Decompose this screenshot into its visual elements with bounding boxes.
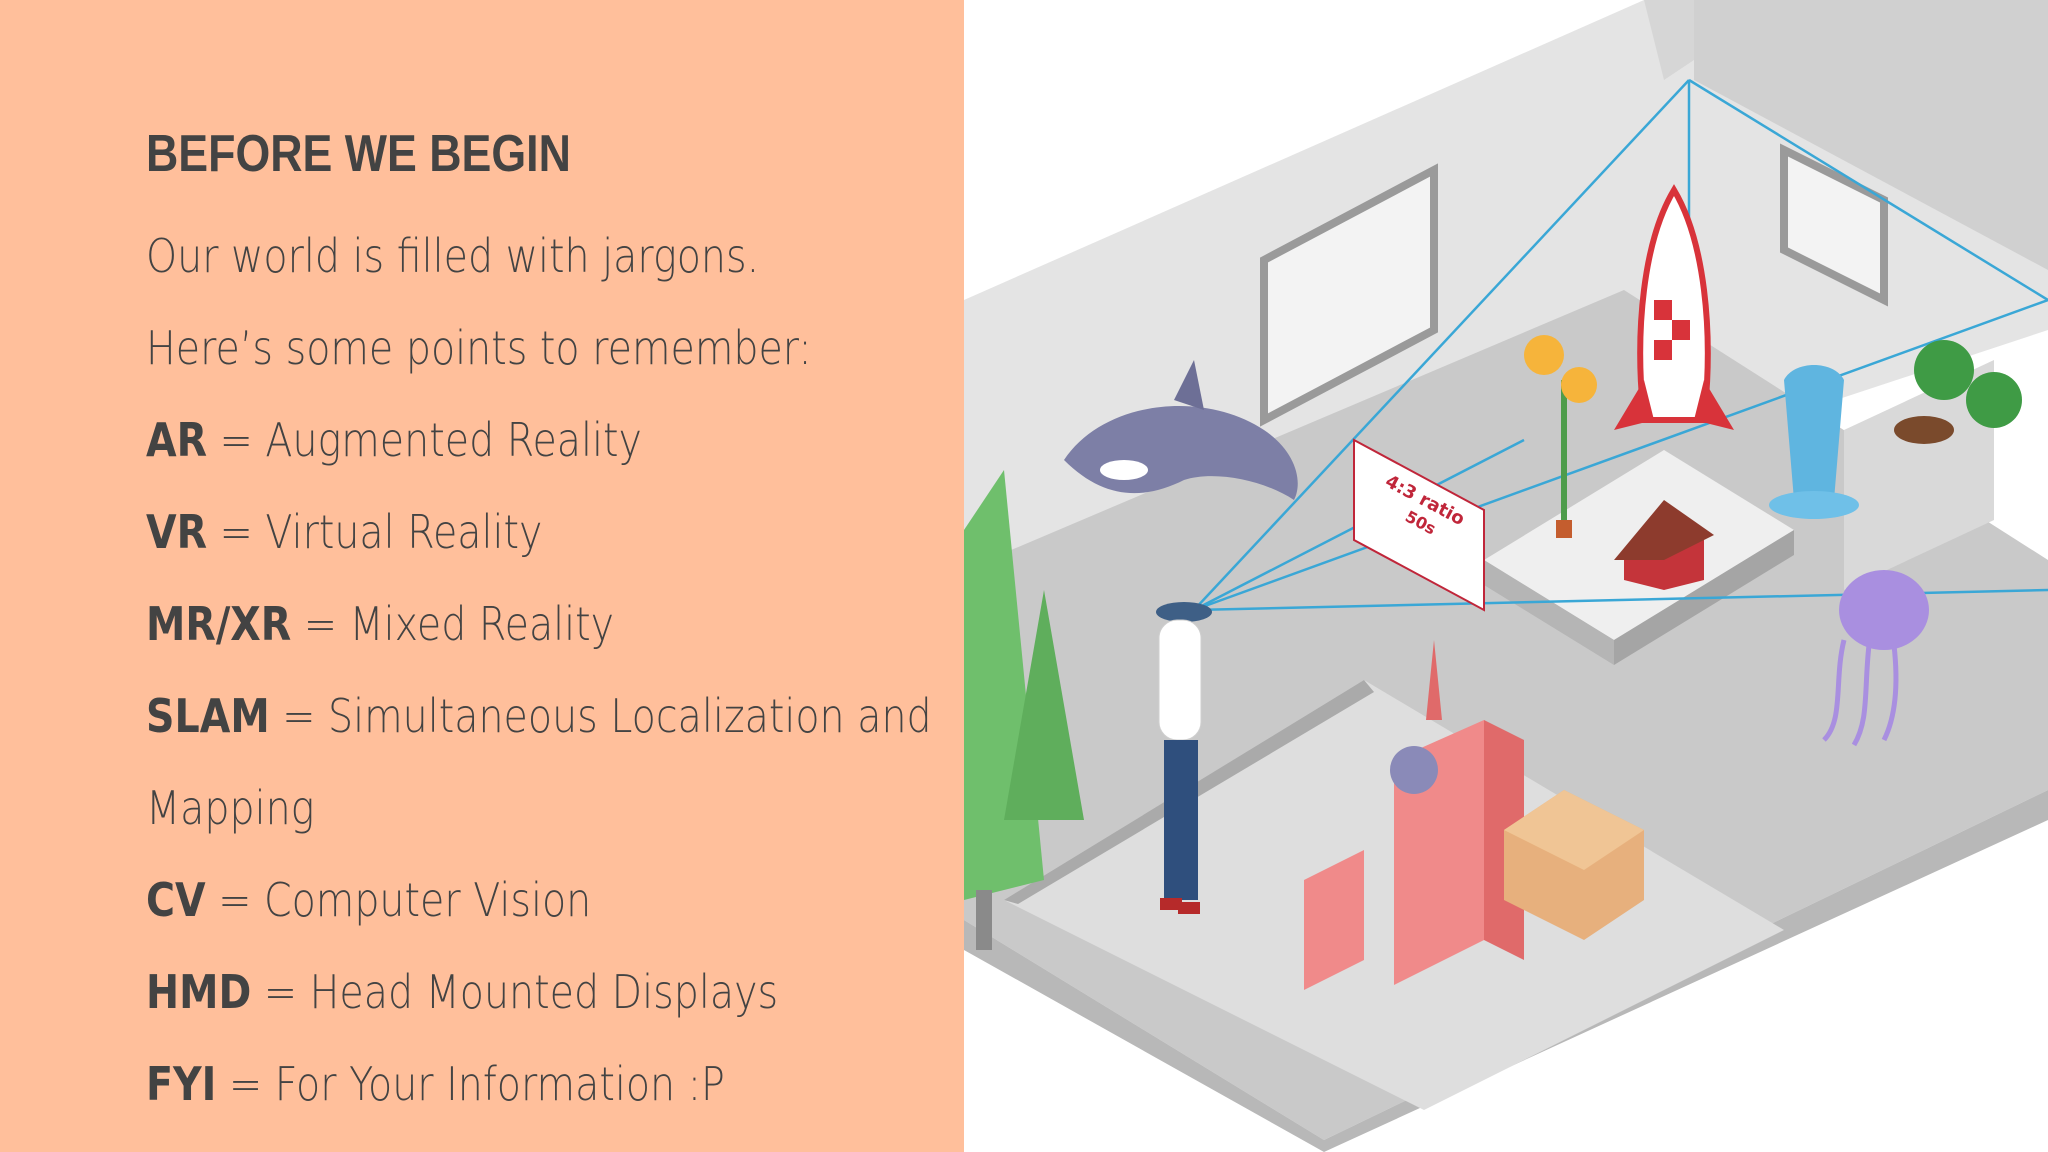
term-definition: Augmented Reality [265,413,642,467]
term-abbr: CV [146,873,206,927]
term-definition: Virtual Reality [265,505,543,559]
bonsai-icon [1914,340,1974,400]
rocket-icon [1637,184,1711,423]
ar-room-illustration: 4:3 ratio 50s [964,0,2048,1152]
flower-icon [1524,335,1564,375]
term-equals: = [205,873,264,927]
term-equals: = [291,597,350,651]
monkey-icon [1390,746,1438,794]
term-row-fyi: FYI = For Your Information :P [146,1038,834,1130]
term-abbr: SLAM [146,689,270,743]
term-row-cv: CV = Computer Vision [146,854,834,946]
intro-text: Our world is filled with jargons. Here’s… [146,229,812,375]
term-abbr: HMD [146,965,252,1019]
term-abbr: AR [146,413,208,467]
ratio-sign [1353,438,1485,612]
term-definition: Computer Vision [263,873,592,927]
jellyfish-icon [1839,570,1929,650]
term-equals: = [251,965,310,1019]
term-equals: = [216,1057,275,1111]
person-icon [1158,619,1202,741]
term-definition: Mixed Reality [349,597,615,651]
term-equals: = [207,505,266,559]
term-equals: = [269,689,328,743]
term-row-hmd: HMD = Head Mounted Displays [146,946,834,1038]
term-equals: = [207,413,266,467]
term-definition: For Your Information :P [274,1057,725,1111]
term-row-mrxr: MR/XR = Mixed Reality [146,578,834,670]
back-wall-right [1694,0,2048,270]
term-abbr: MR/XR [146,597,292,651]
slide-title: BEFORE WE BEGIN [146,125,571,183]
term-definition: Head Mounted Displays [309,965,779,1019]
terms-list: AR = Augmented Reality VR = Virtual Real… [146,394,946,1130]
term-row-ar: AR = Augmented Reality [146,394,834,486]
window-right [1780,143,1888,307]
term-abbr: VR [146,505,208,559]
fountain-icon [1784,365,1844,500]
text-panel: BEFORE WE BEGIN Our world is filled with… [0,0,964,1152]
term-definition: Simultaneous Localization and Mapping [146,689,932,835]
term-row-slam: SLAM = Simultaneous Localization and Map… [146,670,946,854]
window-left [1260,163,1438,427]
term-abbr: FYI [146,1057,217,1111]
cabinet [1844,360,1994,590]
term-row-vr: VR = Virtual Reality [146,486,834,578]
